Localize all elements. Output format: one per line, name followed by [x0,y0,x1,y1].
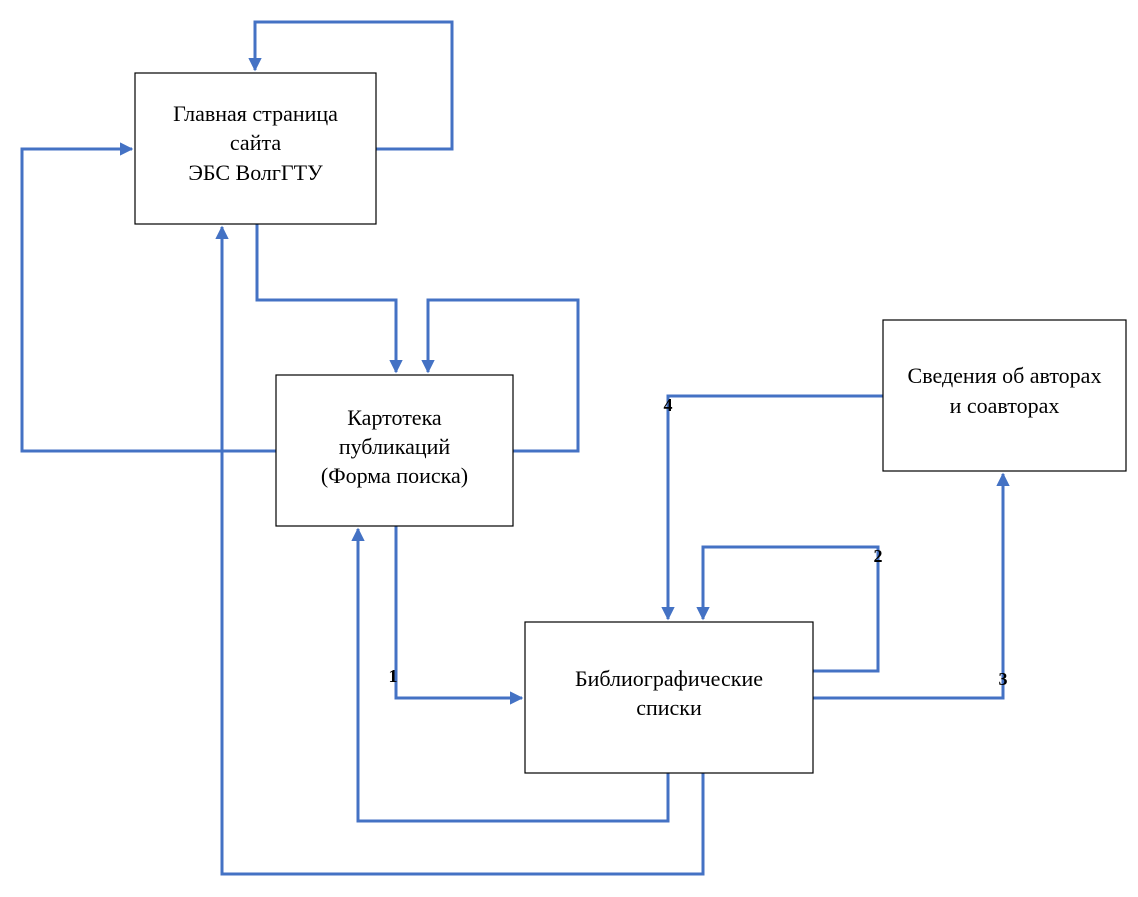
node-catalog: Картотека публикаций (Форма поиска) [275,374,514,527]
arrow-biblio-to-authors [813,472,1010,700]
node-text-catalog-1: публикаций [339,434,451,459]
arrow-authors-to-biblio [661,394,883,621]
edge-label-catalog-to-biblio: 1 [389,666,398,686]
node-box-catalog [275,374,514,527]
node-text-catalog-0: Картотека [347,405,442,430]
node-box-home [134,72,377,225]
node-text-biblio-0: Библиографические [575,666,763,691]
node-biblio: Библиографические списки [524,621,814,774]
node-text-authors-1: и соавторах [950,393,1060,418]
node-text-home-0: Главная страница [173,101,338,126]
node-text-home-2: ЭБС ВолгГТУ [188,160,323,185]
node-text-authors-0: Сведения об авторах [908,363,1102,388]
edge-label-biblio-to-authors: 3 [999,669,1008,689]
edge-label-authors-to-biblio: 4 [664,395,673,415]
arrow-biblio-self [696,545,880,673]
arrow-home-to-catalog [255,224,403,374]
node-text-biblio-1: списки [636,695,702,720]
arrow-catalog-self [421,298,580,453]
labels-layer: 1 2 3 4 [389,395,1008,689]
arrow-home-self [248,20,454,151]
arrow-biblio-to-home [215,225,705,876]
node-box-biblio [524,621,814,774]
node-text-home-1: сайта [230,130,281,155]
arrow-biblio-to-catalog [351,527,670,823]
arrow-catalog-to-home [20,142,276,453]
node-box-authors [882,319,1127,472]
node-text-catalog-2: (Форма поиска) [321,463,468,488]
arrow-catalog-to-biblio [394,526,524,705]
edges-layer [20,20,1010,876]
edge-label-biblio-self: 2 [874,546,883,566]
node-authors: Сведения об авторах и соавторах [882,319,1127,472]
